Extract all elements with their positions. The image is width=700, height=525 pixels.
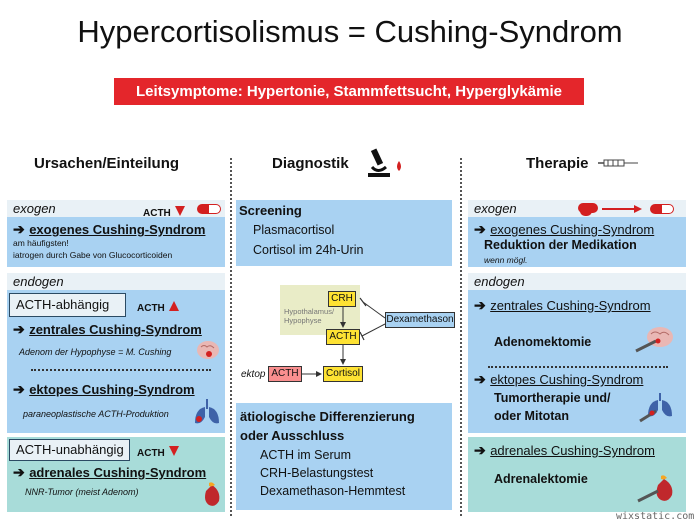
causes-independent-box: ACTH-unabhängig ACTH ➔ adrenales Cushing… xyxy=(7,437,225,512)
acth-tag: ACTH xyxy=(137,448,165,459)
acth-dependent-label: ACTH-abhängig xyxy=(9,293,126,317)
arrow-right-icon: ➔ xyxy=(474,442,486,458)
column-heading-therapy: Therapie xyxy=(526,155,589,172)
arrow-right-icon: ➔ xyxy=(474,297,486,313)
screening-title: Screening xyxy=(239,203,302,218)
cortisol-node: Cortisol xyxy=(323,366,363,382)
acth-tag: ACTH xyxy=(137,303,165,314)
differential-item-3: Dexamethason-Hemmtest xyxy=(260,484,406,498)
adrenal-cause-title: adrenales Cushing-Syndrom xyxy=(29,465,207,480)
arrow-down-icon xyxy=(175,206,186,216)
column-heading-diagnostics: Diagnostik xyxy=(272,155,349,172)
watermark: wixstatic.com xyxy=(616,511,695,522)
column-heading-causes: Ursachen/Einteilung xyxy=(34,155,180,172)
exogen-note-1: am häufigsten! xyxy=(13,238,69,248)
brain-surgery-icon xyxy=(635,327,673,353)
arrow-right-icon: ➔ xyxy=(13,221,25,237)
ectopic-cause-note: paraneoplastische ACTH-Produktion xyxy=(23,409,169,419)
therapy-ectopic-action-2: oder Mitotan xyxy=(494,409,569,423)
arrow-right-icon: ➔ xyxy=(13,464,25,480)
arrow-right-icon xyxy=(602,205,642,213)
microscope-icon xyxy=(368,148,401,177)
ektop-acth-node: ACTH xyxy=(268,366,302,382)
acth-node: ACTH xyxy=(326,329,360,345)
arrow-right-icon: ➔ xyxy=(474,221,486,237)
pill-icon xyxy=(197,204,221,214)
syringe-icon xyxy=(598,159,638,167)
exogen-acth-indicator: ACTH xyxy=(143,203,186,221)
screening-box: Screening Plasmacortisol Cortisol im 24h… xyxy=(236,200,452,266)
separator xyxy=(488,366,668,368)
column-divider-right xyxy=(460,158,462,516)
adrenal-gland-icon xyxy=(205,482,220,506)
differential-box: ätiologische Differenzierung oder Aussch… xyxy=(236,403,452,510)
lead-symptoms-banner: Leitsymptome: Hypertonie, Stammfettsucht… xyxy=(114,78,584,105)
exogen-cause-title: exogenes Cushing-Syndrom xyxy=(29,222,206,237)
brain-icon xyxy=(197,341,219,359)
therapy-exogen-title: exogenes Cushing-Syndrom xyxy=(490,222,655,237)
feedback-arrows xyxy=(302,297,386,377)
therapy-central-title: zentrales Cushing-Syndrom xyxy=(490,298,651,313)
therapy-exogen-box: exogen ➔ exogenes Cushing-Syndrom Redukt… xyxy=(468,200,686,267)
screening-item-2: Cortisol im 24h-Urin xyxy=(253,243,364,257)
central-cause-title: zentrales Cushing-Syndrom xyxy=(29,322,202,337)
exogen-note-2: iatrogen durch Gabe von Glucocorticoiden xyxy=(13,250,173,260)
adrenal-surgery-icon xyxy=(637,475,673,503)
ektop-label: ektop xyxy=(241,369,266,380)
therapy-exogen-note: wenn mögl. xyxy=(484,255,528,265)
lungs-icon xyxy=(195,399,219,424)
pill-icon-2 xyxy=(580,206,592,216)
crh-node: CRH xyxy=(328,291,356,307)
therapy-adrenal-box: ➔ adrenales Cushing-Syndrom Adrenalektom… xyxy=(468,437,686,512)
therapy-exogen-action: Reduktion der Medikation xyxy=(484,238,637,252)
differential-item-2: CRH-Belastungstest xyxy=(260,466,374,480)
separator xyxy=(31,369,211,371)
therapy-adrenal-action: Adrenalektomie xyxy=(494,472,588,486)
causes-endogen-box: endogen ACTH-abhängig ACTH ➔ zentrales C… xyxy=(7,273,225,433)
page-title: Hypercortisolismus = Cushing-Syndrom xyxy=(77,14,623,49)
causes-exogen-box: exogen ACTH ➔ exogenes Cushing-Syndrom a… xyxy=(7,200,225,267)
causes-exogen-label: exogen xyxy=(7,200,225,217)
central-cause-note: Adenom der Hypophyse = M. Cushing xyxy=(19,347,172,357)
acth-independent-label: ACTH-unabhängig xyxy=(9,439,130,461)
arrow-down-icon xyxy=(169,446,180,456)
column-divider-left xyxy=(230,158,232,516)
screening-item-1: Plasmacortisol xyxy=(253,223,335,237)
independent-acth-indicator: ACTH xyxy=(137,443,180,461)
lungs-surgery-icon xyxy=(639,393,672,423)
therapy-endogen-box: endogen ➔ zentrales Cushing-Syndrom Aden… xyxy=(468,273,686,433)
causes-endogen-label: endogen xyxy=(7,273,225,290)
therapy-ectopic-action-1: Tumortherapie und/ xyxy=(494,391,611,405)
therapy-exogen-label: exogen xyxy=(468,200,686,217)
differential-title: ätiologische Differenzierung oder Aussch… xyxy=(240,409,415,443)
arrow-right-icon: ➔ xyxy=(474,371,486,387)
adrenal-cause-note: NNR-Tumor (meist Adenom) xyxy=(25,487,139,497)
pill-icon-reduced xyxy=(650,204,674,214)
therapy-ectopic-title: ektopes Cushing-Syndrom xyxy=(490,372,644,387)
ectopic-cause-title: ektopes Cushing-Syndrom xyxy=(29,382,195,397)
arrow-right-icon: ➔ xyxy=(13,321,25,337)
therapy-central-action: Adenomektomie xyxy=(494,335,592,349)
therapy-adrenal-title: adrenales Cushing-Syndrom xyxy=(490,443,655,458)
arrow-up-icon xyxy=(169,301,180,311)
dexamethason-node: Dexamethason xyxy=(385,312,455,328)
arrow-right-icon: ➔ xyxy=(13,381,25,397)
dependent-acth-indicator: ACTH xyxy=(137,298,180,316)
acth-tag: ACTH xyxy=(143,208,171,219)
differential-item-1: ACTH im Serum xyxy=(260,448,351,462)
therapy-endogen-label: endogen xyxy=(468,273,686,290)
hypothalamus-label: Hypothalamus/ Hypophyse xyxy=(284,307,335,325)
